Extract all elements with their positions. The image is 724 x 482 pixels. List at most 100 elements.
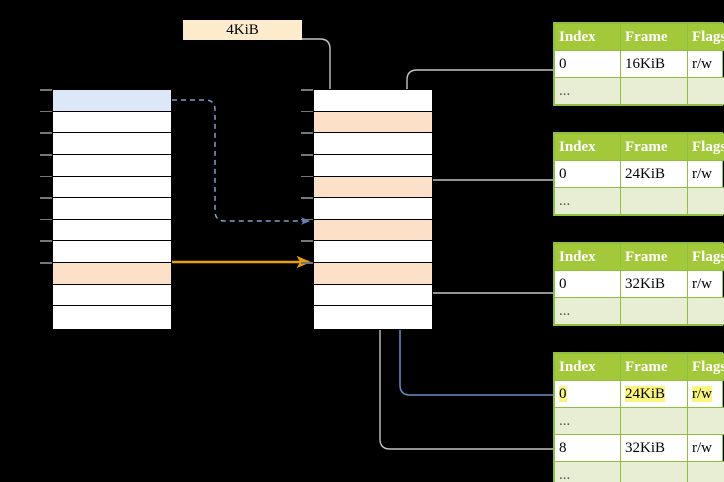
physical-frame-row-2 bbox=[314, 133, 432, 155]
virtual-tick-6 bbox=[40, 218, 52, 221]
physical-frame-row-1 bbox=[314, 111, 432, 134]
page-table-4-cell-2-1: 32KiB bbox=[620, 434, 688, 462]
page-table-2-header-frame: Frame bbox=[620, 133, 688, 161]
connector-virtual-to-physical-dashed bbox=[172, 99, 311, 225]
physical-frame-row-10 bbox=[314, 306, 432, 328]
page-table-4-cell-1-2 bbox=[687, 407, 724, 435]
page-table-4-cell-3-0: ... bbox=[554, 461, 621, 482]
page-table-1-cell-1-2 bbox=[687, 77, 724, 105]
page-table-4-cell-highlight: 0 bbox=[559, 385, 567, 402]
page-table-4-cell-0-0: 0 bbox=[554, 380, 621, 408]
physical-frame-row-6 bbox=[314, 219, 432, 242]
physical-frame-row-5 bbox=[314, 198, 432, 220]
virtual-page-row-10 bbox=[53, 306, 171, 328]
page-table-3-header-frame: Frame bbox=[620, 243, 688, 271]
connector-table3-to-physical bbox=[416, 264, 553, 294]
page-table-1-row[interactable]: ... bbox=[554, 77, 724, 105]
physical-tick-4 bbox=[301, 175, 313, 178]
page-table-2-cell-0-1: 24KiB bbox=[620, 160, 688, 188]
connector-table2-to-physical bbox=[416, 179, 553, 221]
page-table-1-header-index: Index bbox=[554, 23, 621, 51]
physical-memory-column bbox=[313, 89, 433, 330]
page-table-3-cell-0-2: r/w bbox=[687, 270, 724, 298]
page-table-4-cell-1-0: ... bbox=[554, 407, 621, 435]
virtual-page-row-6 bbox=[53, 219, 171, 242]
page-table-1-header-flags: Flags bbox=[687, 23, 724, 51]
page-table-3-header-flags: Flags bbox=[687, 243, 724, 271]
size-label-4kib: 4KiB bbox=[183, 20, 302, 40]
page-table-2-header-index: Index bbox=[554, 133, 621, 161]
virtual-page-row-0 bbox=[53, 90, 171, 112]
physical-tick-2 bbox=[301, 132, 313, 134]
virtual-tick-1 bbox=[40, 110, 52, 113]
physical-tick-5 bbox=[301, 197, 313, 199]
virtual-page-row-9 bbox=[53, 284, 171, 307]
virtual-page-row-3 bbox=[53, 154, 171, 177]
page-table-1-cell-0-1: 16KiB bbox=[620, 50, 688, 78]
physical-frame-row-3 bbox=[314, 154, 432, 177]
page-table-1-cell-0-0: 0 bbox=[554, 50, 621, 78]
page-table-2-cell-1-1 bbox=[620, 187, 688, 215]
virtual-tick-7 bbox=[40, 240, 52, 243]
physical-frame-row-8 bbox=[314, 263, 432, 285]
page-table-4-cell-3-1 bbox=[620, 461, 688, 482]
page-table-4-cell-2-0: 8 bbox=[554, 434, 621, 462]
page-table-4-cell-highlight: r/w bbox=[692, 385, 712, 402]
page-table-3-cell-1-1 bbox=[620, 297, 688, 325]
physical-tick-0 bbox=[301, 89, 313, 91]
virtual-tick-2 bbox=[40, 132, 52, 134]
virtual-address-column bbox=[52, 89, 172, 330]
page-table-4-cell-1-1 bbox=[620, 407, 688, 435]
virtual-page-row-7 bbox=[53, 241, 171, 263]
page-table-1-cell-1-0: ... bbox=[554, 77, 621, 105]
page-table-4-row[interactable]: 0 24KiB r/w bbox=[554, 380, 724, 408]
physical-tick-3 bbox=[301, 153, 313, 156]
physical-frame-row-4 bbox=[314, 176, 432, 199]
page-table-3-row[interactable]: ... bbox=[554, 297, 724, 325]
virtual-tick-5 bbox=[40, 197, 52, 199]
page-table-2-cell-0-2: r/w bbox=[687, 160, 724, 188]
page-table-4-cell-highlight: 24KiB bbox=[625, 385, 666, 402]
physical-frame-row-9 bbox=[314, 284, 432, 307]
page-table-4-row[interactable]: ... bbox=[554, 407, 724, 435]
virtual-page-row-1 bbox=[53, 111, 171, 134]
page-table-4-cell-3-2 bbox=[687, 461, 724, 482]
page-table-4-cell-2-2: r/w bbox=[687, 434, 724, 462]
page-table-3-cell-0-0: 0 bbox=[554, 270, 621, 298]
page-table-3-header-index: Index bbox=[554, 243, 621, 271]
virtual-tick-4 bbox=[40, 175, 52, 178]
page-table-1-header-frame: Frame bbox=[620, 23, 688, 51]
physical-tick-8 bbox=[301, 262, 313, 264]
virtual-page-row-8 bbox=[53, 263, 171, 285]
page-table-2-cell-1-0: ... bbox=[554, 187, 621, 215]
page-table-2-header-flags: Flags bbox=[687, 133, 724, 161]
physical-tick-7 bbox=[301, 240, 313, 243]
page-table-3-cell-1-0: ... bbox=[554, 297, 621, 325]
page-table-4-cell-0-1: 24KiB bbox=[620, 380, 688, 408]
virtual-tick-3 bbox=[40, 153, 52, 156]
page-table-4-row[interactable]: ... bbox=[554, 461, 724, 482]
page-table-2-cell-1-2 bbox=[687, 187, 724, 215]
virtual-tick-8 bbox=[40, 262, 52, 264]
page-table-3-cell-1-2 bbox=[687, 297, 724, 325]
virtual-page-row-5 bbox=[53, 198, 171, 220]
page-table-4-header-flags: Flags bbox=[687, 353, 724, 381]
page-table-2-row[interactable]: ... bbox=[554, 187, 724, 215]
physical-tick-6 bbox=[301, 218, 313, 221]
